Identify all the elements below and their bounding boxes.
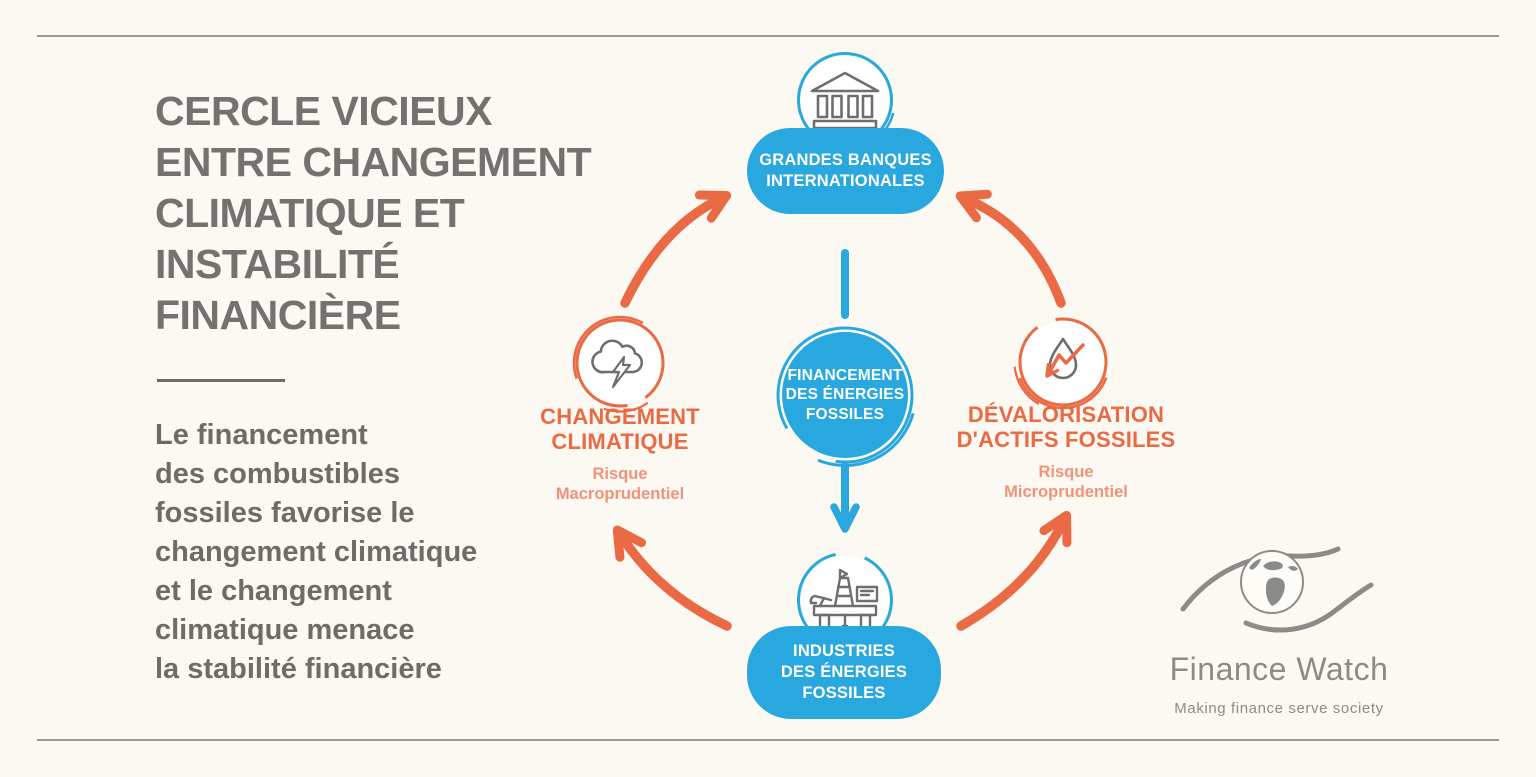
arrow-climate-to-banks [620,190,732,308]
finance-watch-wordmark: Finance Watch [1169,651,1389,687]
arrow-industries-to-climate [612,525,732,631]
node-financement-label: FINANCEMENT DES ÉNERGIES FOSSILES [785,366,905,423]
arrow-devaluation-to-banks [955,189,1066,308]
node-changement-climatique: CHANGEMENT CLIMATIQUE Risque Macropruden… [480,404,760,504]
bottom-border-rule [37,739,1499,741]
title-divider [157,379,285,382]
finance-watch-logo: Finance Watch Making finance serve socie… [1157,537,1401,717]
node-industries-label: INDUSTRIES DES ÉNERGIES FOSSILES [780,642,908,702]
finance-watch-tagline: Making finance serve society [1174,700,1384,717]
page-description: Le financement des combustibles fossiles… [155,419,478,685]
node-changement-climatique-label: CHANGEMENT CLIMATIQUE [540,404,700,454]
node-grandes-banques: GRANDES BANQUES INTERNATIONALES [747,128,944,214]
node-devalorisation-label: DÉVALORISATION D'ACTIFS FOSSILES [956,402,1176,452]
top-border-rule [37,35,1499,37]
node-devalorisation: DÉVALORISATION D'ACTIFS FOSSILES Risque … [926,402,1206,502]
page-title: CERCLE VICIEUX ENTRE CHANGEMENT CLIMATIQ… [155,88,592,338]
arrow-industries-to-devaluation [956,510,1072,631]
node-industries: INDUSTRIES DES ÉNERGIES FOSSILES [747,626,941,719]
financing-sketch-ring [773,323,917,467]
finance-watch-eye-globe-icon [1180,546,1374,633]
node-financement: FINANCEMENT DES ÉNERGIES FOSSILES [782,332,908,458]
node-grandes-banques-label: GRANDES BANQUES INTERNATIONALES [759,151,932,190]
risque-microprudentiel-label: Risque Microprudentiel [1004,463,1128,501]
risque-macroprudentiel-label: Risque Macroprudentiel [555,465,685,503]
